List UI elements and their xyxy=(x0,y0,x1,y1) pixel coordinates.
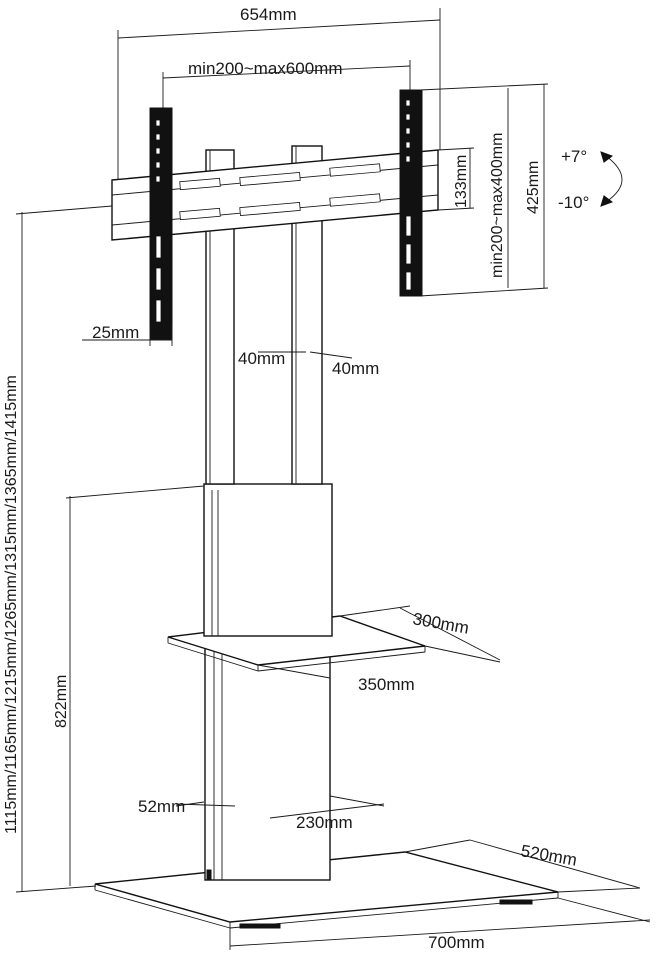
label-shelf-depth: 300mm xyxy=(411,609,470,638)
label-column-right: 40mm xyxy=(332,359,379,378)
label-base-depth: 520mm xyxy=(519,841,578,870)
label-column-width: 230mm xyxy=(296,813,353,832)
dimension-lines xyxy=(15,8,651,950)
label-arm-height: 425mm xyxy=(525,161,542,214)
label-column-depth: 52mm xyxy=(138,797,185,816)
left-vesa-arm xyxy=(149,107,173,341)
label-vesa-vertical: min200~max400mm xyxy=(489,133,506,278)
column-upper xyxy=(203,483,333,637)
mounting-crossbar xyxy=(111,149,439,241)
label-arm-depth: 25mm xyxy=(92,323,139,342)
label-shelf-width: 350mm xyxy=(358,675,415,694)
label-bracket-offset: 133mm xyxy=(453,155,470,208)
label-base-width: 700mm xyxy=(428,933,485,952)
label-vesa-horizontal: min200~max600mm xyxy=(188,59,343,78)
label-tilt-down: -10° xyxy=(558,193,589,212)
label-overall-width: 654mm xyxy=(240,5,297,24)
column-lower xyxy=(204,639,331,881)
label-column-left: 40mm xyxy=(238,349,285,368)
label-height-options: 1115mm/1165mm/1215mm/1265mm/1315mm/1365m… xyxy=(3,375,20,834)
label-shelf-height: 822mm xyxy=(53,675,70,728)
right-vesa-arm xyxy=(399,89,423,297)
label-tilt-up: +7° xyxy=(561,147,587,166)
